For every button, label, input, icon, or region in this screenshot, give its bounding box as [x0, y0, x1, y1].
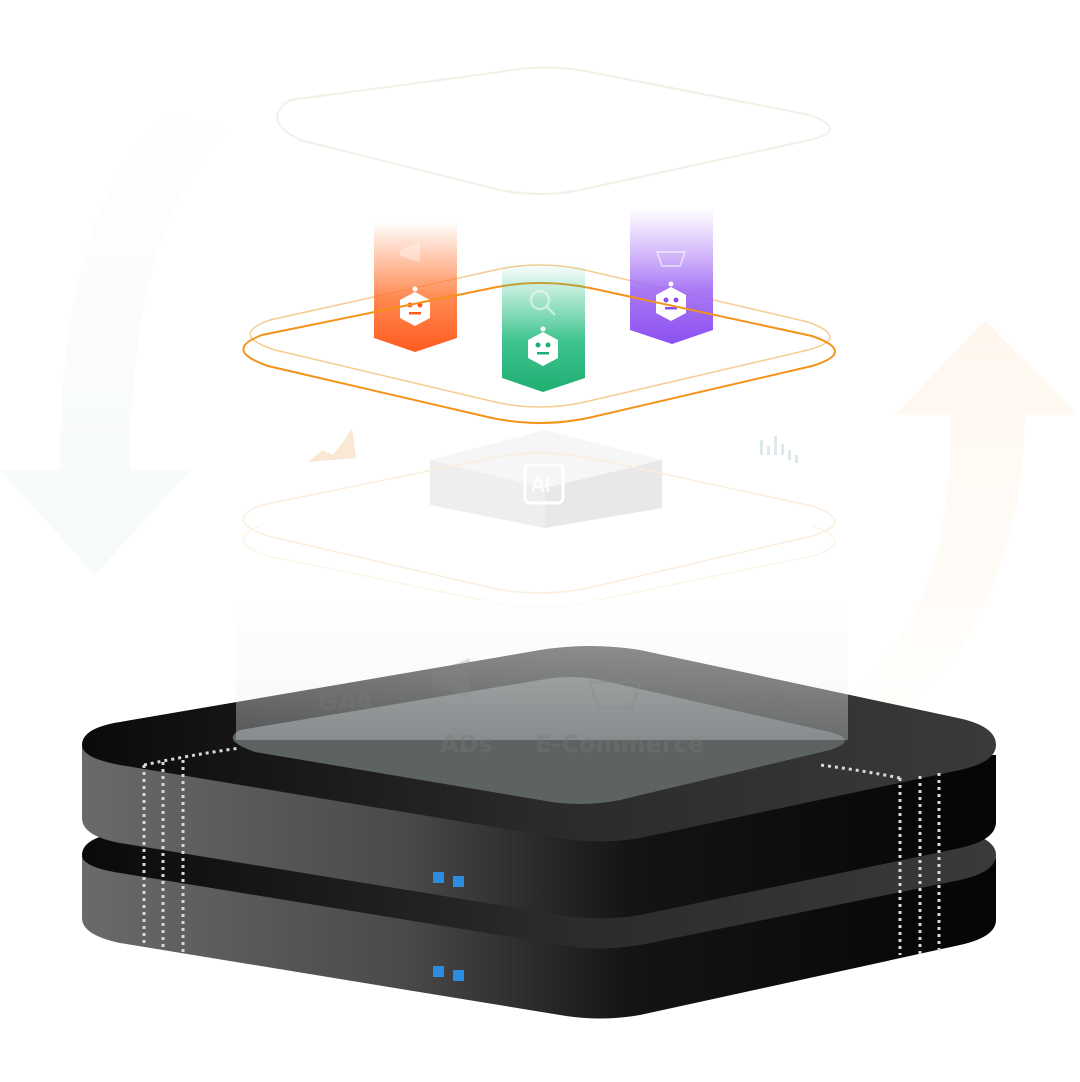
source-label-ga4: GA4 [318, 688, 373, 716]
agent-pillar-orange [374, 222, 457, 352]
left-cycle-arrow [0, 115, 225, 575]
agent-pillar-green [502, 262, 585, 392]
ai-chip-label: AI [531, 473, 551, 497]
dashed-guides [142, 746, 941, 958]
chip-icon [523, 463, 565, 505]
area-chart-icon [308, 428, 356, 462]
status-led [433, 966, 444, 977]
data-source-panel [236, 600, 848, 740]
insight-label: Insight [500, 528, 595, 556]
status-led [453, 876, 464, 887]
robot-face-icon [528, 332, 558, 366]
ai-insight-box [430, 430, 662, 528]
source-label-crm: CRM [726, 688, 786, 716]
top-ghost-plane [276, 66, 831, 195]
basket-icon [655, 251, 687, 267]
right-cycle-arrow [840, 320, 1078, 735]
source-label-ads: ADs [440, 730, 493, 758]
status-led [453, 970, 464, 981]
search-chart-icon [529, 289, 556, 316]
status-led [433, 872, 444, 883]
agent-pillar-purple [630, 208, 713, 344]
megaphone-icon [400, 242, 420, 262]
faint-ring-lower-1 [242, 452, 836, 594]
megaphone-icon [432, 658, 470, 698]
robot-face-icon [656, 287, 686, 321]
basket-icon [587, 657, 643, 710]
bar-chart-icon [760, 436, 798, 463]
robot-face-icon [400, 292, 430, 326]
source-label-ecommerce: E-Commerce [535, 730, 705, 758]
